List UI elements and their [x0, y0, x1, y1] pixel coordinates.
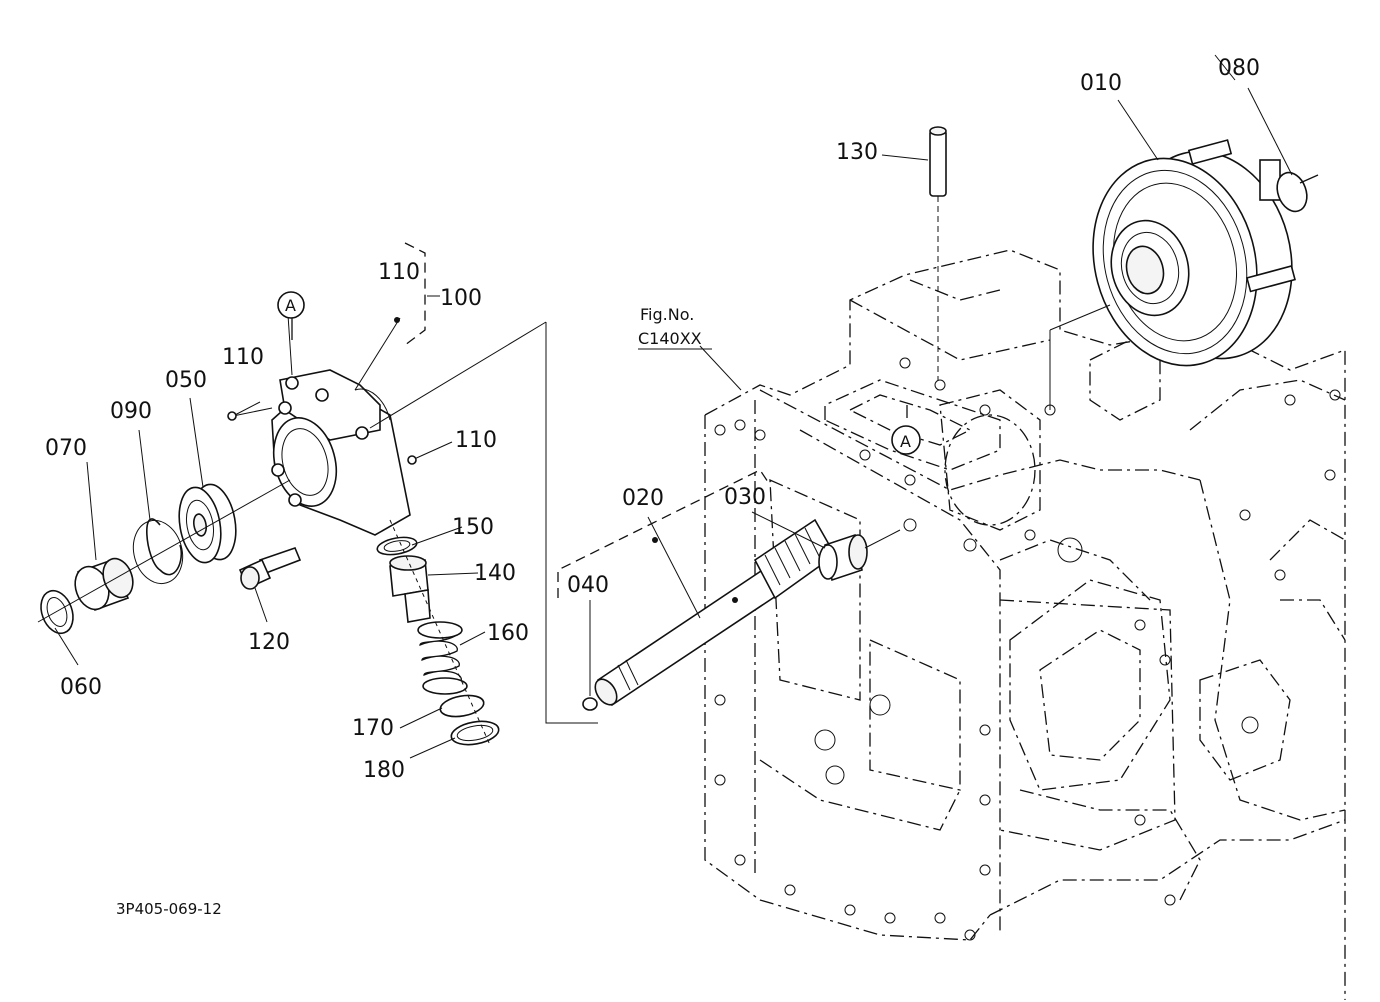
callout-020: 020	[622, 486, 664, 511]
figure-ref-line1: Fig.No.	[640, 305, 694, 324]
part-080-snap-ring	[1276, 171, 1319, 213]
view-marker-a-case: A	[891, 425, 921, 455]
view-marker-a-top: A	[277, 291, 305, 319]
callout-070: 070	[45, 436, 87, 461]
svg-text:A: A	[900, 432, 911, 451]
part-030-bushing	[818, 529, 901, 582]
callout-040: 040	[567, 573, 609, 598]
part-160-spring	[417, 621, 468, 695]
transmission-case	[704, 249, 1346, 1000]
assembly-axis-line	[37, 479, 291, 623]
callout-110-left: 110	[222, 345, 264, 370]
group-bracket-100	[404, 242, 440, 346]
valve-axis-line	[389, 519, 491, 746]
part-150-o-ring	[376, 536, 418, 556]
marker-dot	[407, 455, 417, 465]
part-120-bolt	[238, 547, 302, 590]
callout-090: 090	[110, 399, 152, 424]
callout-130: 130	[836, 140, 878, 165]
callout-100: 100	[440, 286, 482, 311]
marker-dot	[227, 411, 237, 421]
part-130-pin	[929, 126, 947, 380]
part-070-sleeve	[74, 557, 134, 612]
callout-030: 030	[724, 485, 766, 510]
callout-050: 050	[165, 368, 207, 393]
callout-060: 060	[60, 675, 102, 700]
part-170-disc	[439, 694, 485, 718]
part-060-snap-ring	[40, 589, 74, 635]
part-090-snap-ring	[132, 518, 184, 585]
callout-170: 170	[352, 716, 394, 741]
part-180-snap-ring	[450, 720, 500, 746]
callout-080: 080	[1218, 56, 1260, 81]
part-050-bearing	[178, 483, 237, 564]
marker-dot	[394, 317, 400, 323]
callout-110-group: 110	[378, 260, 420, 285]
callout-150: 150	[452, 515, 494, 540]
drawing-code: 3P405-069-12	[116, 900, 222, 918]
callout-180: 180	[363, 758, 405, 783]
callout-140: 140	[474, 561, 516, 586]
part-010-drum	[1092, 139, 1296, 367]
callout-160: 160	[487, 621, 529, 646]
part-140-valve	[389, 555, 431, 623]
part-020-shaft	[594, 518, 837, 707]
group-bracket-020	[557, 469, 771, 598]
leader-lines	[54, 54, 1293, 759]
callout-010: 010	[1080, 71, 1122, 96]
figure-ref-line2: C140XX	[638, 329, 702, 348]
callout-120: 120	[248, 630, 290, 655]
part-040-plug	[582, 697, 598, 711]
part-100-housing	[271, 369, 411, 536]
callout-110-right: 110	[455, 428, 497, 453]
svg-text:A: A	[285, 296, 296, 315]
